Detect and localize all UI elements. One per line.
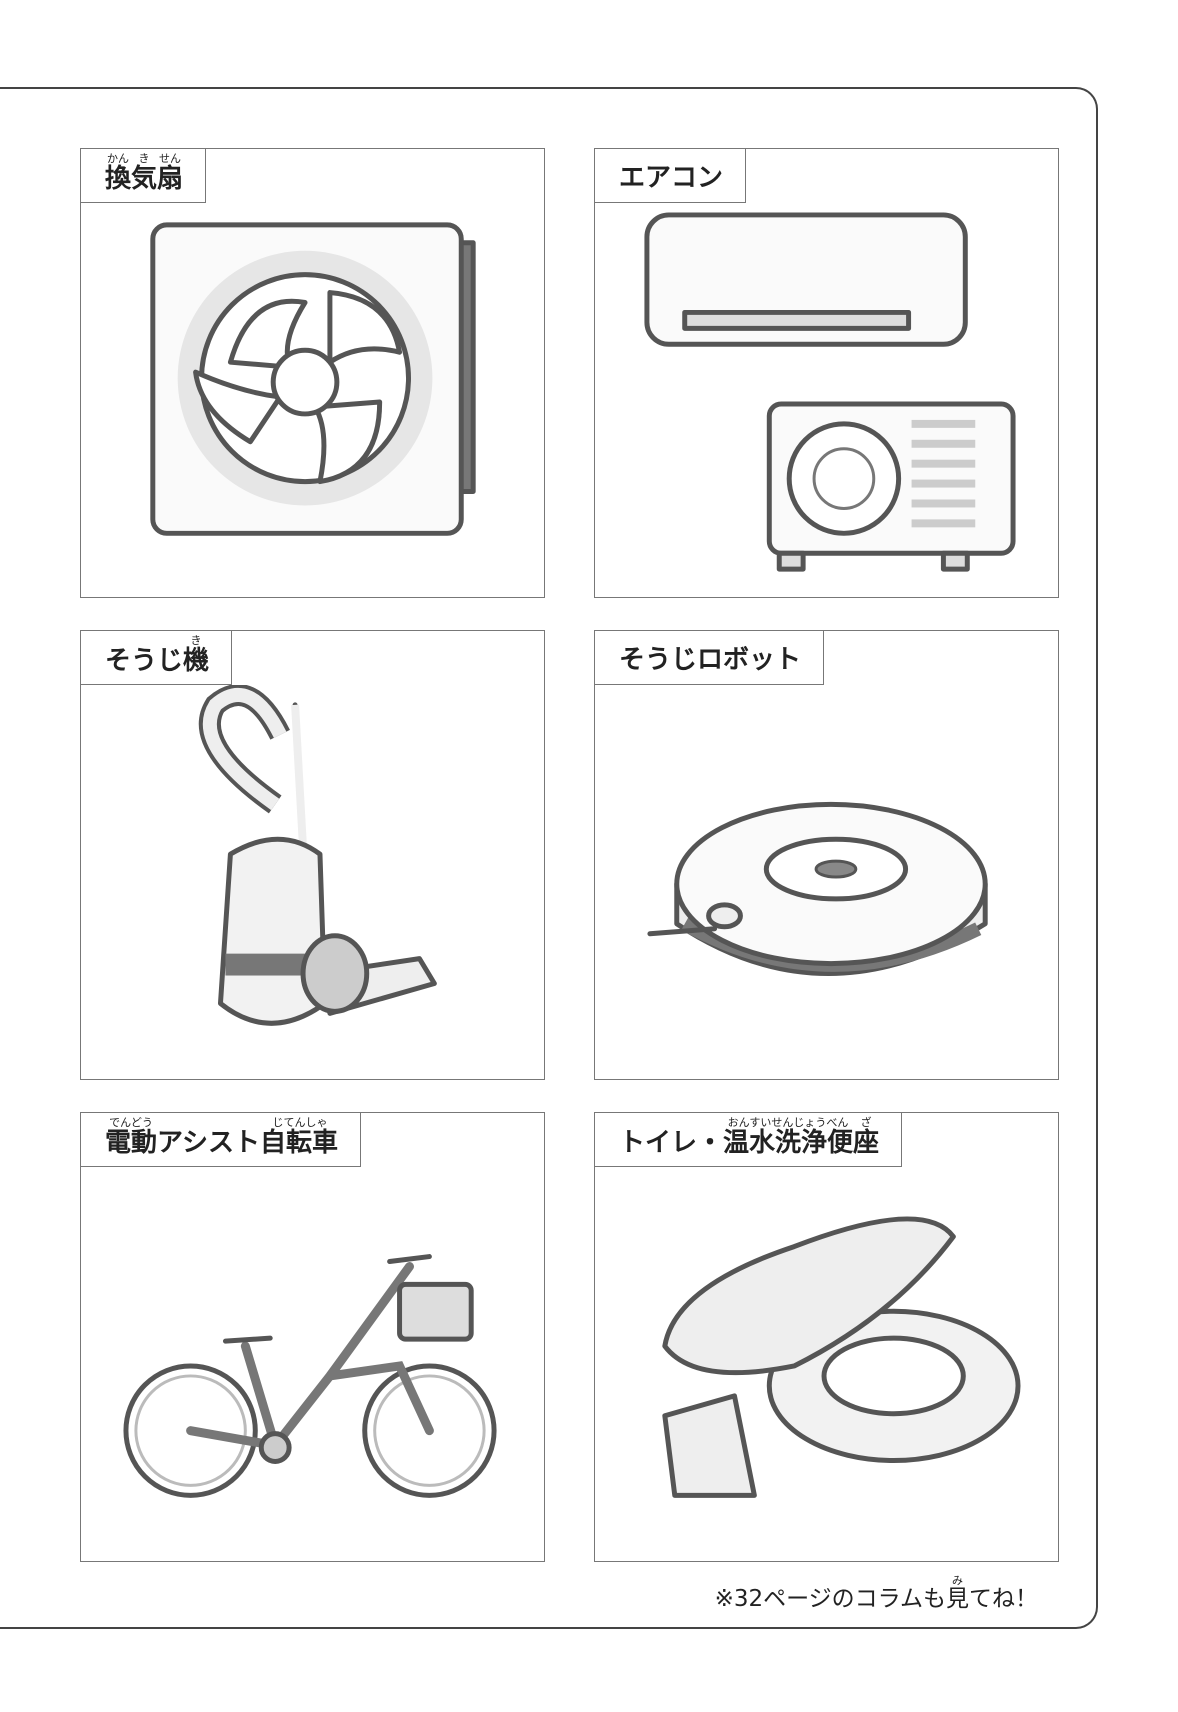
label-bidet-toilet-seat: トイレ・温水洗浄便座 (619, 1128, 880, 1158)
label-air-conditioner: エアコン (619, 163, 724, 193)
panel-label: 換気扇 かん き せん (81, 149, 207, 203)
footer-text-after: てね！ (969, 1586, 1038, 1612)
label-ventilation-fan: 換気扇 (105, 164, 184, 194)
vacuum-cleaner-illustration (198, 685, 437, 1026)
panel-label: トイレ・温水洗浄便座 おんすいせんじょうべん ざ (595, 1113, 903, 1167)
label-robot-vacuum: そうじロボット (619, 645, 802, 675)
furigana: せん (159, 152, 181, 165)
page-frame (0, 87, 1098, 1629)
furigana: おんすいせんじょうべん (727, 1116, 849, 1129)
panel-electric-bicycle: 電動アシスト自転車 でんどう じてんしゃ (80, 1112, 545, 1562)
label-vacuum-cleaner-wrap: そうじ機 き (105, 635, 210, 676)
electric-bicycle-illustration (123, 1254, 497, 1498)
panel-air-conditioner: エアコン (594, 148, 1059, 598)
label-vacuum-cleaner: そうじ機 (105, 646, 210, 676)
toilet-seat-illustration (662, 1216, 1021, 1498)
panel-ventilation-fan: 換気扇 かん き せん (80, 148, 545, 598)
furigana: き (138, 152, 150, 165)
furigana: かん (107, 152, 129, 165)
panel-label: そうじ機 き (81, 631, 233, 685)
furigana: じてんしゃ (272, 1116, 328, 1129)
panel-label: 電動アシスト自転車 でんどう じてんしゃ (81, 1113, 361, 1167)
air-conditioner-illustration (644, 212, 1016, 572)
panel-label: そうじロボット (595, 631, 825, 685)
panel-robot-vacuum: そうじロボット (594, 630, 1059, 1080)
furigana: でんどう (109, 1116, 153, 1129)
label-bidet-toilet-seat-wrap: トイレ・温水洗浄便座 おんすいせんじょうべん ざ (619, 1117, 880, 1158)
label-electric-bicycle: 電動アシスト自転車 (105, 1128, 338, 1158)
robot-vacuum-illustration (647, 801, 988, 976)
footer-ruby: 見み (946, 1574, 969, 1612)
furigana: き (190, 634, 202, 647)
label-electric-bicycle-wrap: 電動アシスト自転車 でんどう じてんしゃ (105, 1117, 338, 1158)
panel-label: エアコン (595, 149, 747, 203)
furigana: み (946, 1574, 969, 1587)
footer-kanji: 見 (946, 1586, 969, 1612)
panel-bidet-toilet-seat: トイレ・温水洗浄便座 おんすいせんじょうべん ざ (594, 1112, 1059, 1562)
panel-vacuum-cleaner: そうじ機 き (80, 630, 545, 1080)
footer-text-before: ※32ページのコラムも (714, 1586, 946, 1612)
footer-note: ※32ページのコラムも見みてね！ (715, 1574, 1038, 1613)
furigana: ざ (860, 1116, 872, 1129)
label-ventilation-fan-wrap: 換気扇 かん き せん (105, 153, 184, 194)
ventilation-fan-illustration (150, 222, 476, 536)
